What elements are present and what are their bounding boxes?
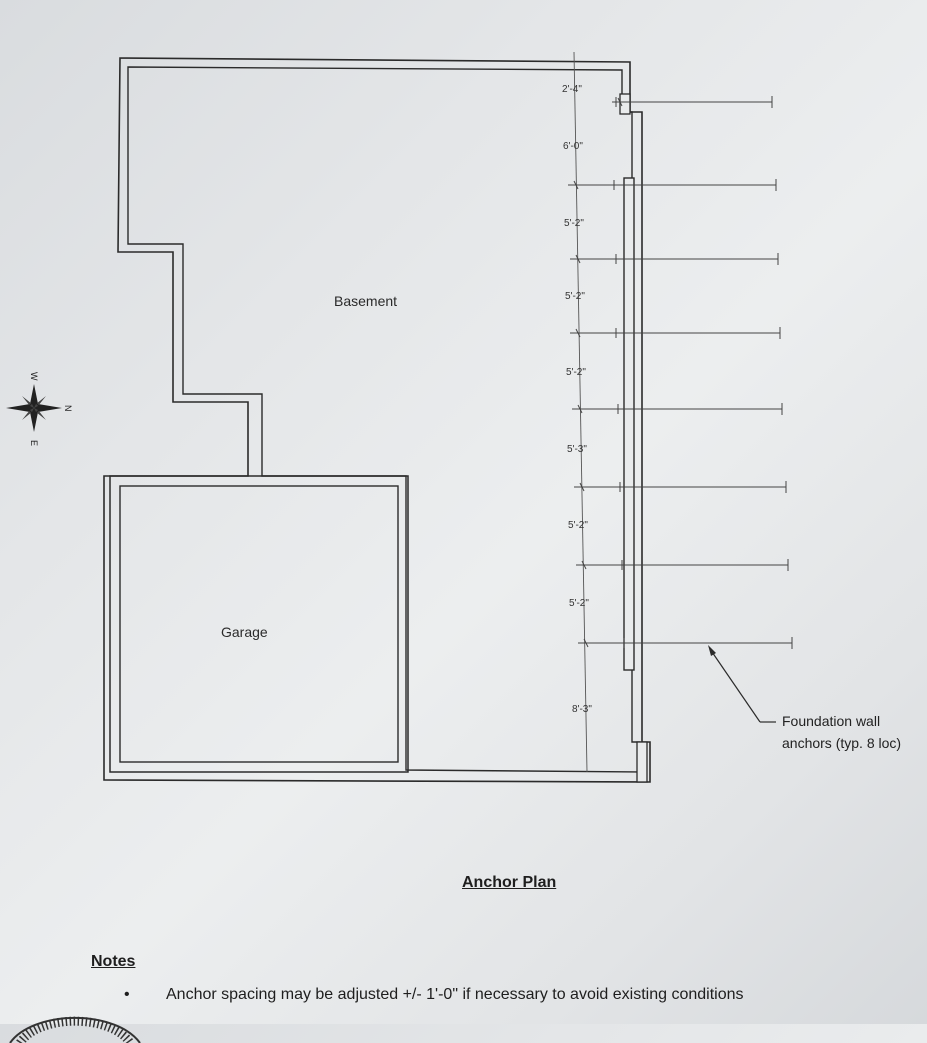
dimension-label: 5'-2" xyxy=(565,291,585,302)
wall-pilaster-bottom xyxy=(636,741,648,783)
dimension-tick xyxy=(575,328,581,338)
callout-line-1: Foundation wall xyxy=(782,713,880,729)
dimension-line-vertical xyxy=(573,51,588,773)
garage-inner-wall xyxy=(119,485,399,763)
dimension-label: 2'-4" xyxy=(562,84,582,95)
note-item: • Anchor spacing may be adjusted +/- 1'-0… xyxy=(124,986,744,1004)
callout-arrowhead-icon xyxy=(708,645,716,656)
anchor-wall-strip xyxy=(623,177,635,671)
dimension-labels: 2'-4" 6'-0" 5'-2" 5'-2" 5'-2" 5'-3" 5'-2" 5'-2"… xyxy=(562,84,592,715)
dimension-label: 5'-2" xyxy=(568,520,588,531)
plan-title: Anchor Plan xyxy=(462,874,557,891)
basement-inner-wall xyxy=(127,66,641,773)
dimension-label: 8'-3" xyxy=(572,704,592,715)
garage-outer-wall xyxy=(109,475,409,773)
dimension-label: 5'-2" xyxy=(569,598,589,609)
dimension-tick xyxy=(575,254,581,264)
engineer-seal-icon xyxy=(9,1016,141,1043)
compass-bottom-letter: E xyxy=(29,440,39,446)
dimension-tick xyxy=(617,97,623,107)
compass-top-letter: W xyxy=(29,372,39,381)
callout-leader xyxy=(709,648,761,723)
basement-outer-wall xyxy=(103,57,651,783)
wall-pilaster-top xyxy=(619,93,631,115)
dimension-label: 5'-3" xyxy=(567,444,587,455)
dimension-tick xyxy=(579,482,585,492)
dimension-tick xyxy=(583,638,589,648)
note-text: Anchor spacing may be adjusted +/- 1'-0"… xyxy=(166,986,744,1003)
basement-label: Basement xyxy=(334,293,397,309)
compass-rose-icon: W N E xyxy=(6,372,73,446)
notes-heading: Notes xyxy=(91,953,136,970)
dimension-label: 6'-0" xyxy=(563,141,583,152)
bullet-icon: • xyxy=(124,986,130,1003)
dimension-label: 5'-2" xyxy=(566,367,586,378)
garage-label: Garage xyxy=(221,624,268,640)
callout-line-2: anchors (typ. 8 loc) xyxy=(782,735,901,751)
dimension-tick xyxy=(581,560,587,570)
dimension-tick xyxy=(573,180,579,190)
dimension-tick xyxy=(577,404,583,414)
anchor-lines xyxy=(568,96,793,649)
compass-right-letter: N xyxy=(63,405,73,412)
dimension-label: 5'-2" xyxy=(564,218,584,229)
